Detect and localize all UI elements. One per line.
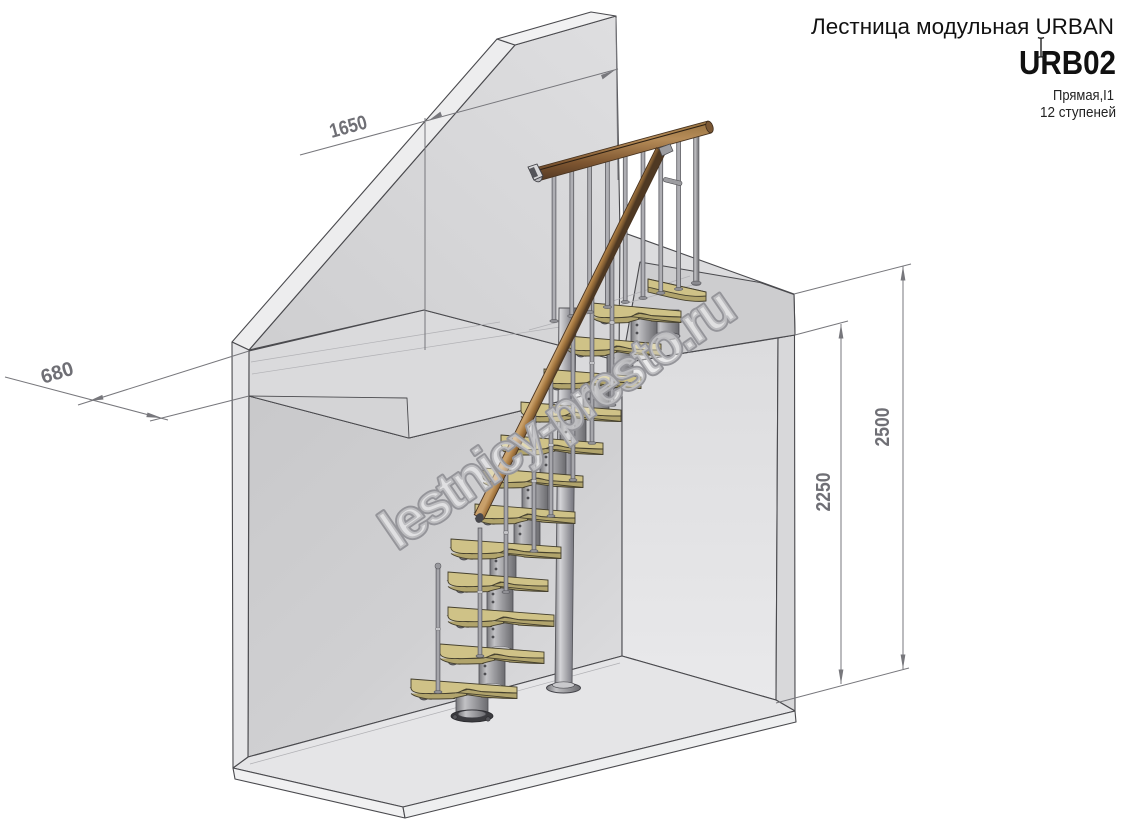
svg-text:URB02: URB02 [1019,44,1116,81]
svg-text:Прямая,I1: Прямая,I1 [1053,88,1114,104]
svg-text:Лестница модульная URBAN: Лестница модульная URBAN [811,14,1114,39]
svg-text:2250: 2250 [813,473,835,512]
svg-text:12 ступеней: 12 ступеней [1040,105,1116,121]
svg-text:2500: 2500 [872,408,894,447]
